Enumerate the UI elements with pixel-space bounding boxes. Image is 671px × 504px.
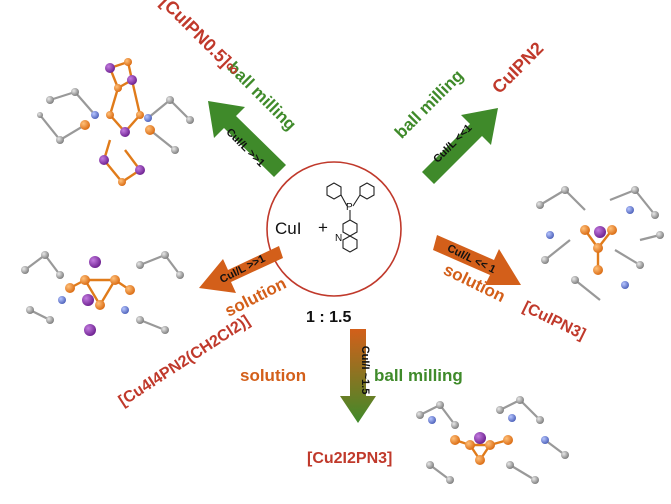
arrow-bottom xyxy=(340,329,376,423)
route-bottom: CuI/I ~1.5 solution ball milling [Cu2I2P… xyxy=(240,329,463,467)
structure-bottom xyxy=(416,396,569,484)
product-top-left: [CuIPN0.5]∞ xyxy=(156,0,244,80)
structure-right xyxy=(536,186,664,301)
atom-p-label: P xyxy=(346,202,353,213)
atom-n-label: N xyxy=(335,233,342,244)
center-circle xyxy=(266,161,402,297)
ligand-structure xyxy=(326,182,375,253)
method-bottom-left: solution xyxy=(240,366,306,385)
method-bottom-right: ball milling xyxy=(374,366,463,385)
route-left: CuI/L >>1 solution [Cu4I4PN2(CH2Cl2)] xyxy=(116,246,289,410)
plus-sign: + xyxy=(318,218,328,237)
method-top-right: ball milling xyxy=(391,66,467,142)
product-bottom: [Cu2I2PN3] xyxy=(307,450,392,467)
product-top-right: CuIPN2 xyxy=(488,38,547,97)
arrow-right xyxy=(433,235,521,285)
route-right: CuI/L << 1 solution [CuIPN3] xyxy=(433,235,588,343)
arrow-top-right xyxy=(422,108,498,184)
ratio-label: 1 : 1.5 xyxy=(306,309,351,326)
reagent-label: CuI xyxy=(275,219,301,238)
structure-top-left xyxy=(37,58,194,186)
product-right: [CuIPN3] xyxy=(520,299,588,344)
structure-left xyxy=(21,251,184,336)
arrow-left xyxy=(199,246,283,293)
arrow-top-left xyxy=(208,101,286,177)
route-top-right: CuI/L <<1 ball milling CuIPN2 xyxy=(391,38,547,184)
product-left: [Cu4I4PN2(CH2Cl2)] xyxy=(116,312,254,410)
condition-bottom: CuI/I ~1.5 xyxy=(359,346,371,395)
center-reactants: CuI + P N 1 : 1.5 xyxy=(266,161,402,326)
